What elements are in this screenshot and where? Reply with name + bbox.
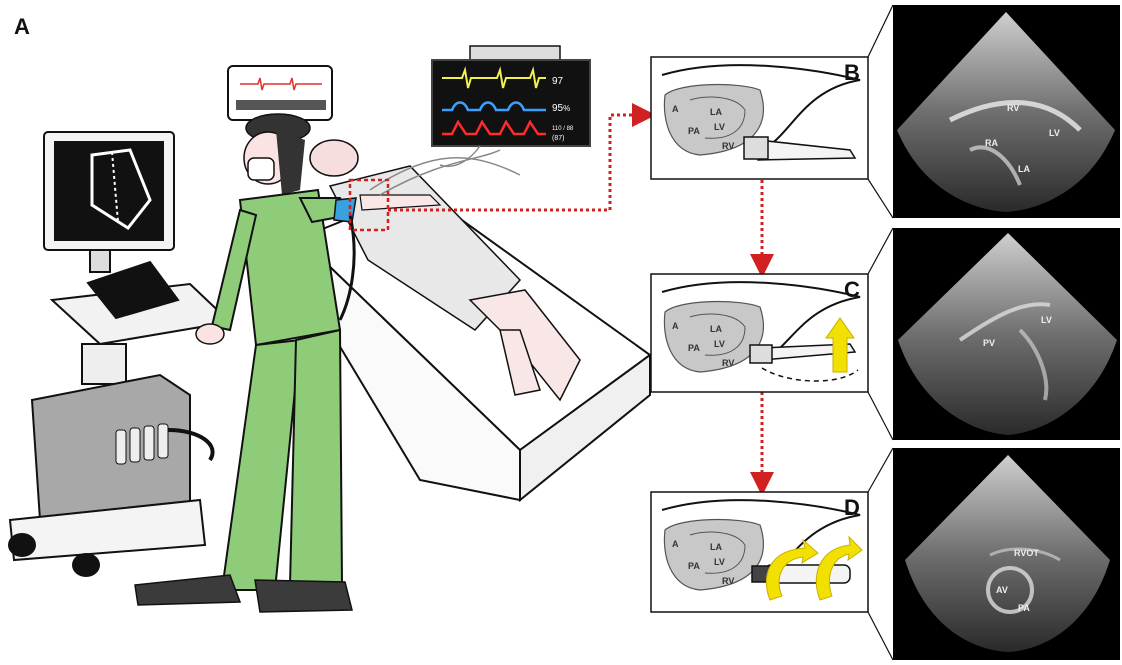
echo-image-b: RV RA LV LA bbox=[893, 5, 1120, 218]
panel-c-heart-label: LV bbox=[714, 339, 725, 349]
schematic-panel-d: D A PA LA LV RV bbox=[650, 491, 869, 613]
panel-b-heart-label: PA bbox=[688, 126, 700, 136]
panel-b-heart-label: RV bbox=[722, 141, 734, 151]
schematic-panel-c: C A PA LA LV RV bbox=[650, 273, 869, 393]
echo-image-c: PV LV bbox=[893, 228, 1120, 440]
echo-b-label: RA bbox=[985, 138, 998, 148]
echo-b-label: LA bbox=[1018, 164, 1030, 174]
panel-b-heart-label: LV bbox=[714, 122, 725, 132]
dotted-arrow-to-b bbox=[388, 103, 656, 212]
patient bbox=[309, 139, 581, 402]
panel-c-letter: C bbox=[844, 277, 860, 302]
probe-position-box bbox=[348, 178, 390, 232]
panel-d-heart-label: LV bbox=[714, 557, 725, 567]
panel-b-heart-label: LA bbox=[710, 107, 722, 117]
echo-d-label: RVOT bbox=[1014, 548, 1039, 558]
probe-advance-arrow bbox=[825, 317, 855, 373]
panel-b-heart-label: A bbox=[672, 104, 679, 114]
panel-c-heart-label: PA bbox=[688, 343, 700, 353]
svg-text:95%: 95% bbox=[552, 103, 570, 114]
panel-label-a: A bbox=[14, 14, 30, 39]
panel-d-letter: D bbox=[844, 495, 860, 520]
panel-d-heart-label: PA bbox=[688, 561, 700, 571]
bp-waveform bbox=[442, 119, 546, 136]
heart-rate-value: 97 bbox=[552, 76, 564, 87]
echo-b-label: RV bbox=[1007, 103, 1019, 113]
ecg-waveform bbox=[442, 66, 546, 89]
panel-c-heart-label: A bbox=[672, 321, 679, 331]
panel-b-letter: B bbox=[844, 60, 860, 85]
pleth-waveform bbox=[442, 101, 546, 112]
ultrasound-machine bbox=[8, 131, 233, 577]
operator bbox=[134, 113, 357, 613]
panel-c-heart-label: RV bbox=[722, 358, 734, 368]
echo-d-label: AV bbox=[996, 585, 1008, 595]
overhead-monitor bbox=[227, 65, 333, 121]
spo2-value: 95 bbox=[552, 103, 564, 114]
spo2-unit: % bbox=[563, 104, 570, 113]
panel-connector-lines bbox=[867, 4, 894, 661]
echo-c-label: LV bbox=[1041, 315, 1052, 325]
schematic-panel-b: B A PA LA LV RV bbox=[650, 56, 869, 180]
advance-path-line bbox=[761, 367, 859, 382]
echo-d-label: PA bbox=[1018, 603, 1030, 613]
blood-pressure-value: 110 / 88 bbox=[552, 126, 574, 132]
panel-d-heart-label: RV bbox=[722, 576, 734, 586]
rotation-arrow-icon bbox=[815, 535, 863, 601]
echo-b-label: LV bbox=[1049, 128, 1060, 138]
panel-c-heart-label: LA bbox=[710, 324, 722, 334]
echo-image-d: RVOT AV PA bbox=[893, 448, 1120, 660]
panel-d-heart-label: A bbox=[672, 539, 679, 549]
vital-signs-monitor: 97 95% 110 / 88 (87) bbox=[431, 45, 591, 167]
echo-c-label: PV bbox=[983, 338, 995, 348]
panel-d-heart-label: LA bbox=[710, 542, 722, 552]
rotation-arrow-icon bbox=[765, 538, 819, 601]
mean-pressure-value: (87) bbox=[552, 135, 564, 142]
